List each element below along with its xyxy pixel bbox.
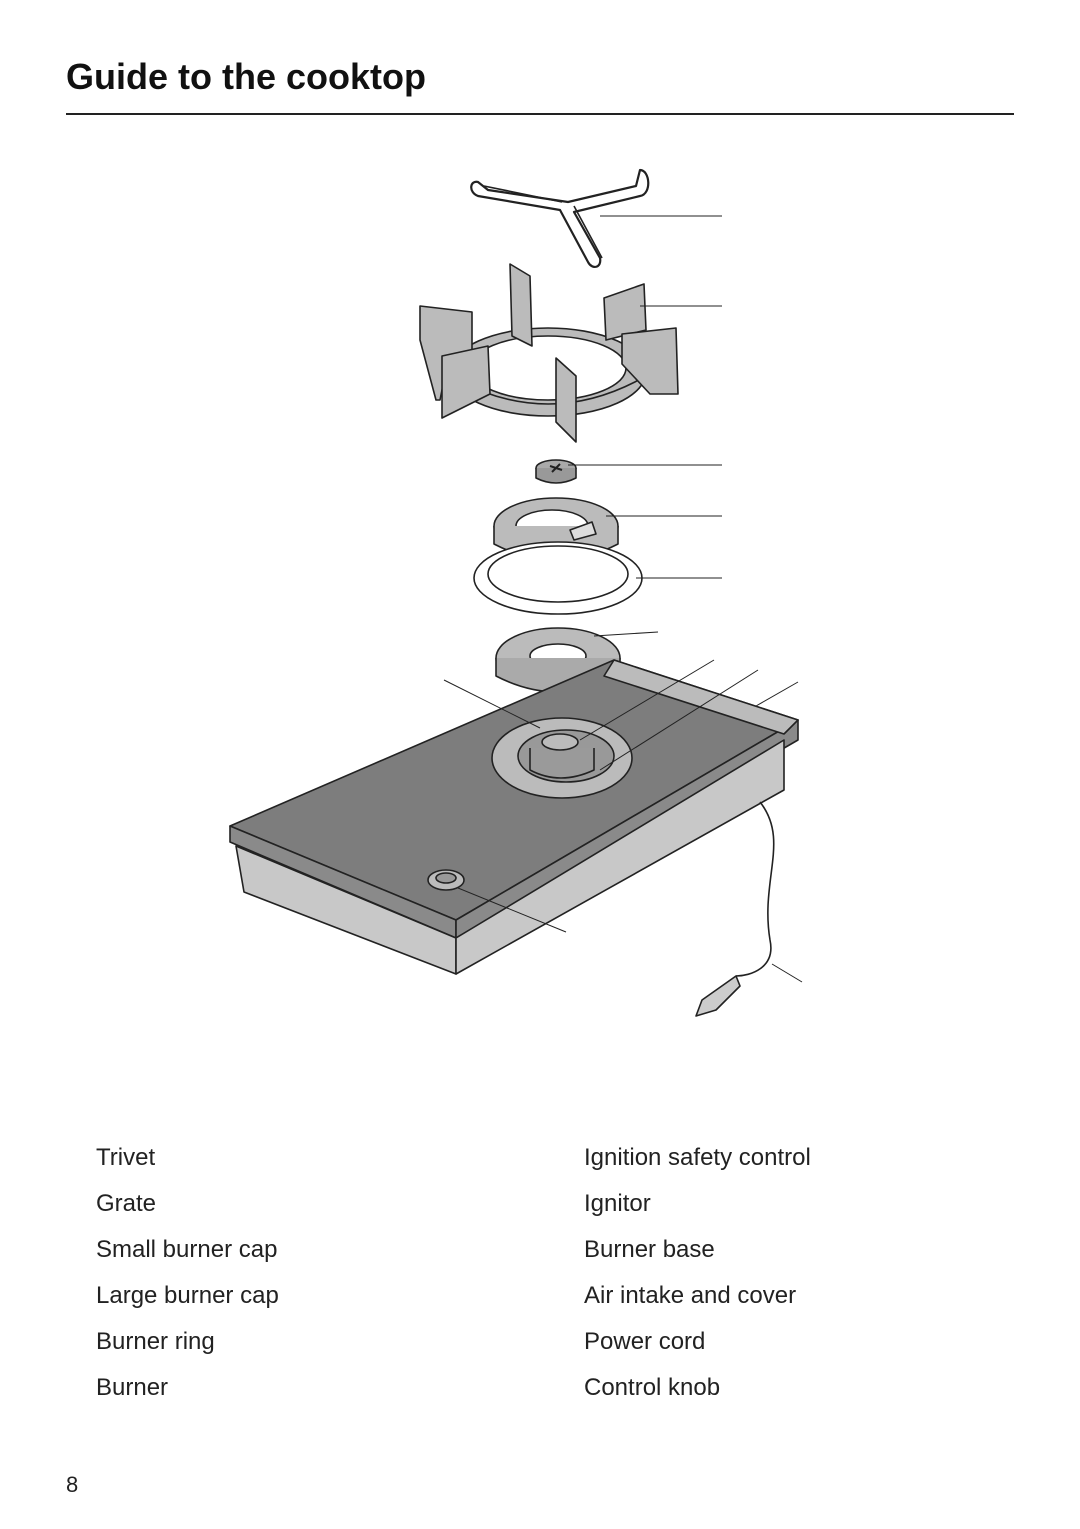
cooktop-diagram <box>229 168 803 1017</box>
page-title: Guide to the cooktop <box>66 56 426 97</box>
legend-item: Burner base <box>584 1236 715 1263</box>
legend-item: Ignitor <box>584 1190 651 1217</box>
legend-item: Control knob <box>584 1374 721 1401</box>
legend-right: Ignition safety control Ignitor Burner b… <box>584 1135 811 1411</box>
legend-item: Burner ring <box>96 1328 215 1355</box>
legend-item: Grate <box>96 1190 157 1217</box>
leader-lines <box>443 215 803 983</box>
legend-left: Trivet Grate Small burner cap Large burn… <box>96 1135 279 1411</box>
cooktop-body <box>229 659 799 975</box>
grate <box>419 263 679 443</box>
legend-item: Power cord <box>584 1328 706 1355</box>
small-burner-cap <box>535 459 577 484</box>
power-cord <box>695 801 775 1017</box>
page-number: 8 <box>66 1472 79 1497</box>
legend-item: Large burner cap <box>96 1282 279 1309</box>
legend-item: Ignition safety control <box>584 1144 811 1171</box>
burner-ring <box>473 541 643 615</box>
legend-item: Trivet <box>96 1144 156 1171</box>
title-rule <box>66 113 1014 115</box>
trivet <box>470 168 650 268</box>
legend-item: Air intake and cover <box>584 1282 797 1309</box>
legend-item: Small burner cap <box>96 1236 278 1263</box>
control-knob <box>427 869 465 891</box>
burner-base <box>491 717 633 799</box>
legend-item: Burner <box>96 1374 169 1401</box>
